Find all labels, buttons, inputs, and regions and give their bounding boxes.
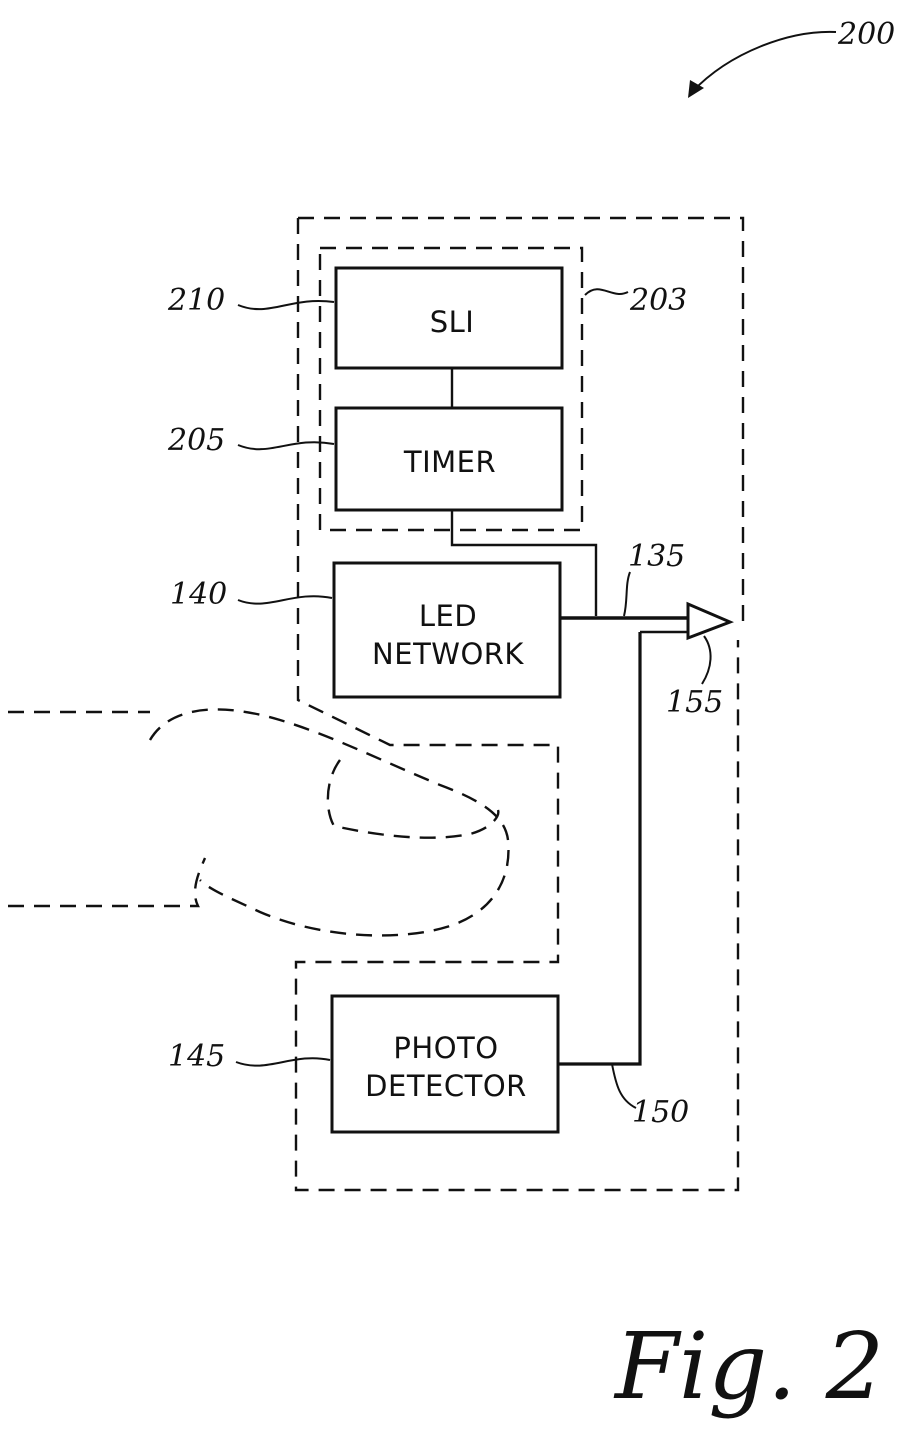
figure-ref-group: 200 [688,17,895,98]
sli-ref: 210 [167,283,225,318]
finger-bottom-edge [8,858,205,906]
amplifier-symbol [688,604,730,638]
led-network-ref: 140 [170,577,227,612]
timer-label: TIMER [403,445,496,479]
inner-module-ref: 203 [629,283,687,318]
figure-ref-arrow-line [692,32,836,92]
finger-outline [8,709,509,935]
photo-detector-label-line2: DETECTOR [365,1069,527,1103]
figure-caption: Fig. 2 [613,1313,884,1420]
led-network-label-line1: LED [419,599,477,633]
detector-output-wire [558,632,640,1064]
photo-detector-label-line1: PHOTO [393,1031,498,1065]
photo-detector-leader [236,1058,330,1065]
timer-ref: 205 [167,423,225,458]
amplifier-ref: 155 [666,685,723,720]
photo-detector-ref: 145 [168,1039,225,1074]
amplifier-leader [702,636,711,684]
sli-label: SLI [430,305,475,339]
led-drive-leader [624,572,630,616]
led-network-leader [238,596,332,603]
inner-module-leader [585,289,628,295]
detector-output-ref: 150 [632,1095,689,1130]
figure-ref-label: 200 [837,17,895,52]
finger-tip [150,709,509,935]
led-network-label-line2: NETWORK [372,637,524,671]
led-drive-ref: 135 [628,539,685,574]
